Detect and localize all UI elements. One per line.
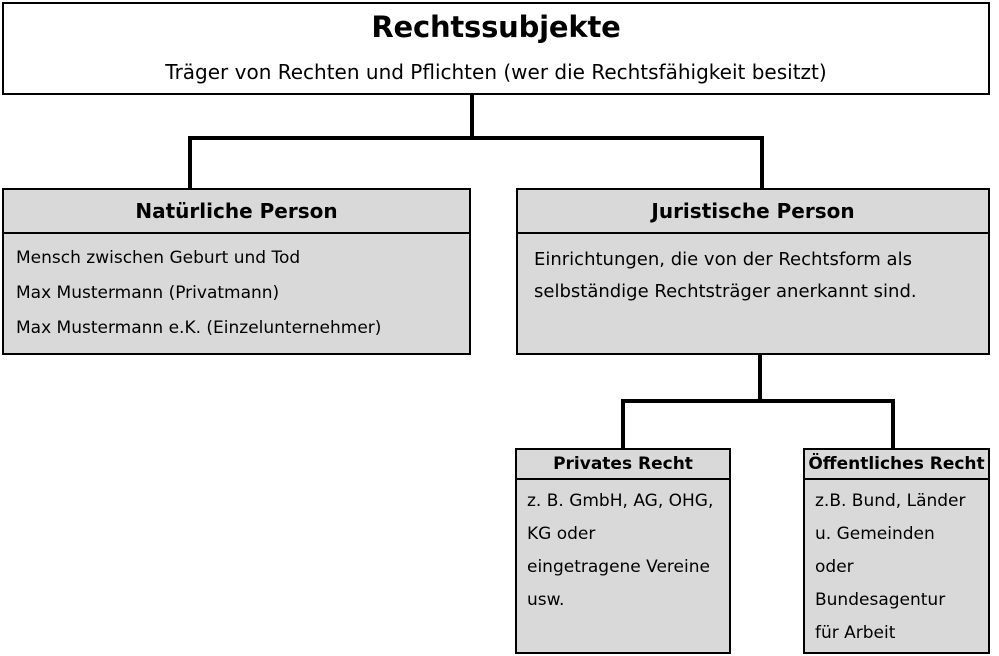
node-line: Max Mustermann e.K. (Einzelunternehmer) <box>16 318 382 338</box>
connector-to-oeffentliches-recht <box>891 399 895 448</box>
node-line: u. Gemeinden <box>815 524 935 544</box>
connector-level2-horizontal <box>188 136 764 140</box>
node-body-natuerliche-person: Mensch zwischen Geburt und Tod Max Muste… <box>4 234 469 342</box>
node-header-oeffentliches-recht: Öffentliches Recht <box>805 450 988 480</box>
node-line: selbständige Rechtsträger anerkannt sind… <box>534 281 917 302</box>
node-rechtssubjekte: Rechtssubjekte Träger von Rechten und Pf… <box>2 2 990 95</box>
root-title: Rechtssubjekte <box>371 10 621 44</box>
connector-level3-horizontal <box>621 399 895 403</box>
node-line: Max Mustermann (Privatmann) <box>16 283 280 303</box>
node-body-oeffentliches-recht: z.B. Bund, Länder u. Gemeinden oder Bund… <box>805 480 988 650</box>
node-line: z.B. Bund, Länder <box>815 491 966 511</box>
node-body-privates-recht: z. B. GmbH, AG, OHG, KG oder eingetragen… <box>517 480 729 617</box>
node-body-juristische-person: Einrichtungen, die von der Rechtsform al… <box>518 234 988 308</box>
connector-to-natuerliche-person <box>188 136 192 188</box>
node-header-juristische-person: Juristische Person <box>518 190 988 234</box>
node-line: KG oder <box>527 524 596 544</box>
connector-to-privates-recht <box>621 399 625 448</box>
node-line: Einrichtungen, die von der Rechtsform al… <box>534 249 912 270</box>
node-line: eingetragene Vereine <box>527 557 710 577</box>
node-natuerliche-person: Natürliche Person Mensch zwischen Geburt… <box>2 188 471 355</box>
connector-root-stem <box>470 95 474 138</box>
node-oeffentliches-recht: Öffentliches Recht z.B. Bund, Länder u. … <box>803 448 990 654</box>
node-line: Mensch zwischen Geburt und Tod <box>16 248 301 268</box>
root-subtitle: Träger von Rechten und Pflichten (wer di… <box>165 60 827 84</box>
node-line: usw. <box>527 590 565 610</box>
node-header-natuerliche-person: Natürliche Person <box>4 190 469 234</box>
node-line: Bundesagentur <box>815 590 946 610</box>
node-line: oder <box>815 557 854 577</box>
connector-to-juristische-person <box>760 136 764 188</box>
node-privates-recht: Privates Recht z. B. GmbH, AG, OHG, KG o… <box>515 448 731 654</box>
node-juristische-person: Juristische Person Einrichtungen, die vo… <box>516 188 990 355</box>
connector-juristische-stem <box>758 355 762 401</box>
node-line: für Arbeit <box>815 623 896 643</box>
node-header-privates-recht: Privates Recht <box>517 450 729 480</box>
node-line: z. B. GmbH, AG, OHG, <box>527 491 714 511</box>
